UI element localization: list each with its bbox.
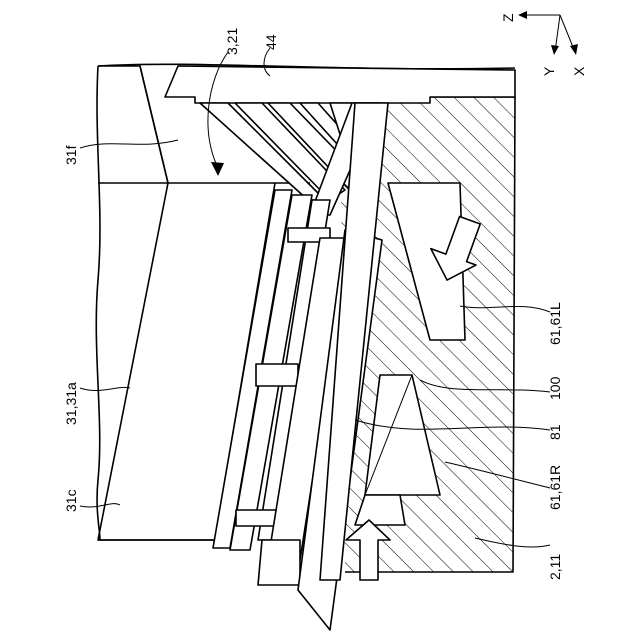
label-2-11: 2,11 <box>547 554 563 580</box>
label-3-21: 3,21 <box>224 28 240 55</box>
break-line <box>96 66 100 540</box>
label-61-61R: 61,61R <box>547 465 563 510</box>
indicator-arrow-3-21-head <box>211 162 224 176</box>
member-100-base <box>258 540 300 585</box>
label-44: 44 <box>263 34 279 50</box>
housing-inner-edge <box>140 66 168 183</box>
label-61-61L: 61,61L <box>547 302 563 345</box>
housing-top-face-31f <box>98 66 168 183</box>
axis-label-x: X <box>571 66 587 76</box>
label-31-31a: 31,31a <box>63 382 79 425</box>
label-100: 100 <box>547 376 563 400</box>
axis-label-z: Z <box>500 13 516 22</box>
axis-triad <box>518 11 578 55</box>
label-81: 81 <box>547 424 563 440</box>
label-31c: 31c <box>63 489 79 512</box>
axis-label-y: Y <box>541 66 557 76</box>
label-31f: 31f <box>63 145 79 165</box>
tab-lower <box>236 510 278 526</box>
tab-middle <box>256 364 298 386</box>
